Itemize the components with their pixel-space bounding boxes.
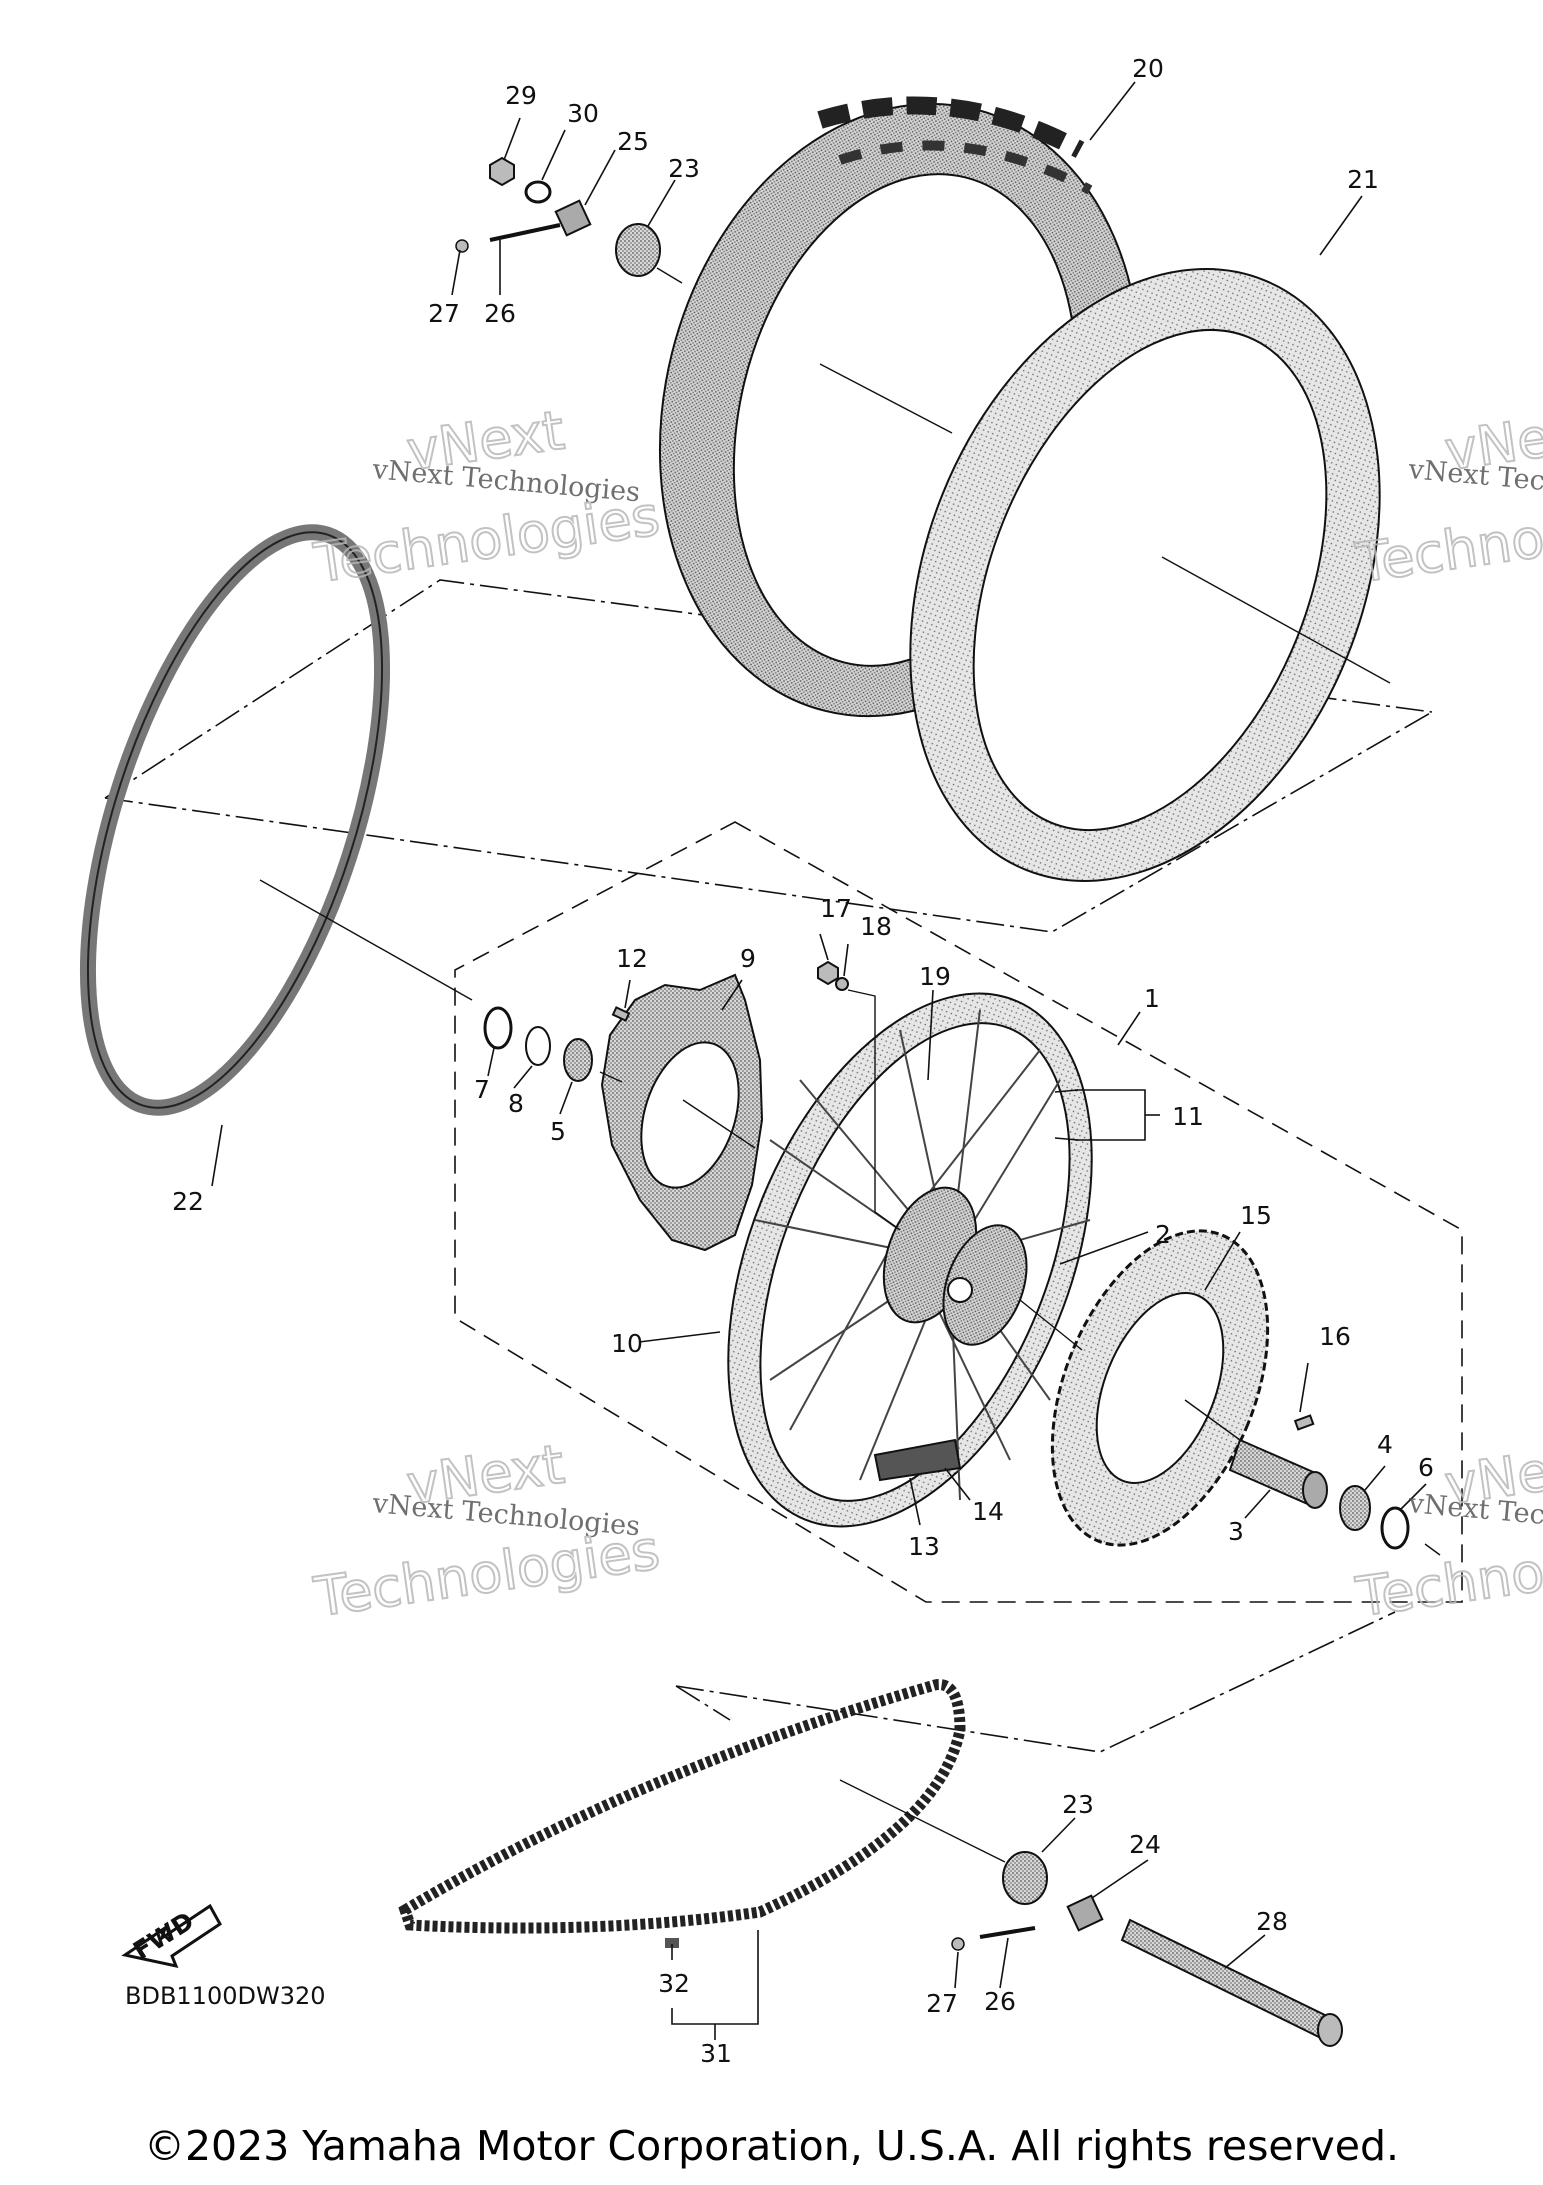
- callout-23-lower: 23: [1062, 1790, 1094, 1819]
- watermark-outline: Technologies: [1352, 1518, 1543, 1629]
- watermark-outline: Technologies: [310, 484, 663, 595]
- callout-32: 32: [658, 1969, 690, 1998]
- oil-seal-6: [1380, 1506, 1410, 1550]
- callout-6: 6: [1418, 1453, 1434, 1482]
- callout-27-lower: 27: [926, 1989, 958, 2018]
- watermark-outline: Technologies: [1352, 484, 1543, 595]
- callout-16: 16: [1319, 1322, 1351, 1351]
- callout-23: 23: [668, 154, 700, 183]
- rim-band-22: [79, 524, 391, 1116]
- watermark-outline: Technologies: [310, 1518, 663, 1629]
- chain-assembly-frame: [675, 1611, 1396, 1753]
- callout-20: 20: [1132, 54, 1164, 83]
- leader-lines: [211, 81, 1427, 2040]
- callouts: 29 30 25 23 27 26 20 21 22 17 18 19 1 12…: [172, 54, 1434, 2068]
- callout-3: 3: [1228, 1517, 1244, 1546]
- callout-30: 30: [567, 99, 599, 128]
- callout-7: 7: [474, 1075, 490, 1104]
- callout-9: 9: [740, 944, 756, 973]
- rim-lock-13-14: [873, 1438, 962, 1482]
- callout-15: 15: [1240, 1201, 1272, 1230]
- callout-27: 27: [428, 299, 460, 328]
- wheel-assembly-frame: [454, 821, 1463, 1603]
- callout-31: 31: [700, 2039, 732, 2068]
- callout-17: 17: [820, 894, 852, 923]
- watermark-outline: vNext: [1441, 1433, 1543, 1517]
- callout-8: 8: [508, 1089, 524, 1118]
- axis-lines: [259, 267, 1441, 1863]
- callout-11: 11: [1172, 1102, 1204, 1131]
- callout-19: 19: [919, 962, 951, 991]
- callout-13: 13: [908, 1532, 940, 1561]
- hub-2: [882, 1186, 1028, 1346]
- lower-adjuster-group: [951, 1851, 1343, 2047]
- sprocket-15: [1050, 1229, 1270, 1547]
- callout-26-lower: 26: [984, 1987, 1016, 2016]
- callout-2: 2: [1155, 1220, 1171, 1249]
- callout-29: 29: [505, 81, 537, 110]
- callout-28: 28: [1256, 1907, 1288, 1936]
- wheel-rim-10: [727, 992, 1093, 1528]
- diagram-code: BDB1100DW320: [125, 1982, 326, 2010]
- callout-18: 18: [860, 912, 892, 941]
- callout-26: 26: [484, 299, 516, 328]
- callout-14: 14: [972, 1497, 1004, 1526]
- collar-3: [1228, 1438, 1328, 1509]
- parts-diagram: FWD vNext Technologies vNext Technologie…: [79, 54, 1543, 2068]
- copyright-notice: ©2023 Yamaha Motor Corporation, U.S.A. A…: [143, 2122, 1400, 2170]
- callout-10: 10: [611, 1329, 643, 1358]
- brake-disc-9: [600, 973, 764, 1252]
- callout-25: 25: [617, 127, 649, 156]
- callout-1: 1: [1144, 984, 1160, 1013]
- fwd-arrow-icon: FWD: [121, 1903, 222, 1969]
- bearing-4: [1339, 1485, 1371, 1531]
- watermark-outline: vNext: [1441, 399, 1543, 483]
- callout-4: 4: [1377, 1430, 1393, 1459]
- bearing-5: [563, 1038, 593, 1082]
- circlip-8: [525, 1026, 551, 1066]
- callout-22: 22: [172, 1187, 204, 1216]
- drive-chain-31: [398, 1679, 966, 1948]
- oil-seal-7: [483, 1006, 513, 1050]
- upper-adjuster-group: [455, 156, 661, 277]
- callout-12: 12: [616, 944, 648, 973]
- tube-21: [909, 268, 1381, 882]
- callout-21: 21: [1347, 165, 1379, 194]
- callout-5: 5: [550, 1117, 566, 1146]
- callout-24: 24: [1129, 1830, 1161, 1859]
- small-parts-17-18-12-16: [611, 960, 1315, 1431]
